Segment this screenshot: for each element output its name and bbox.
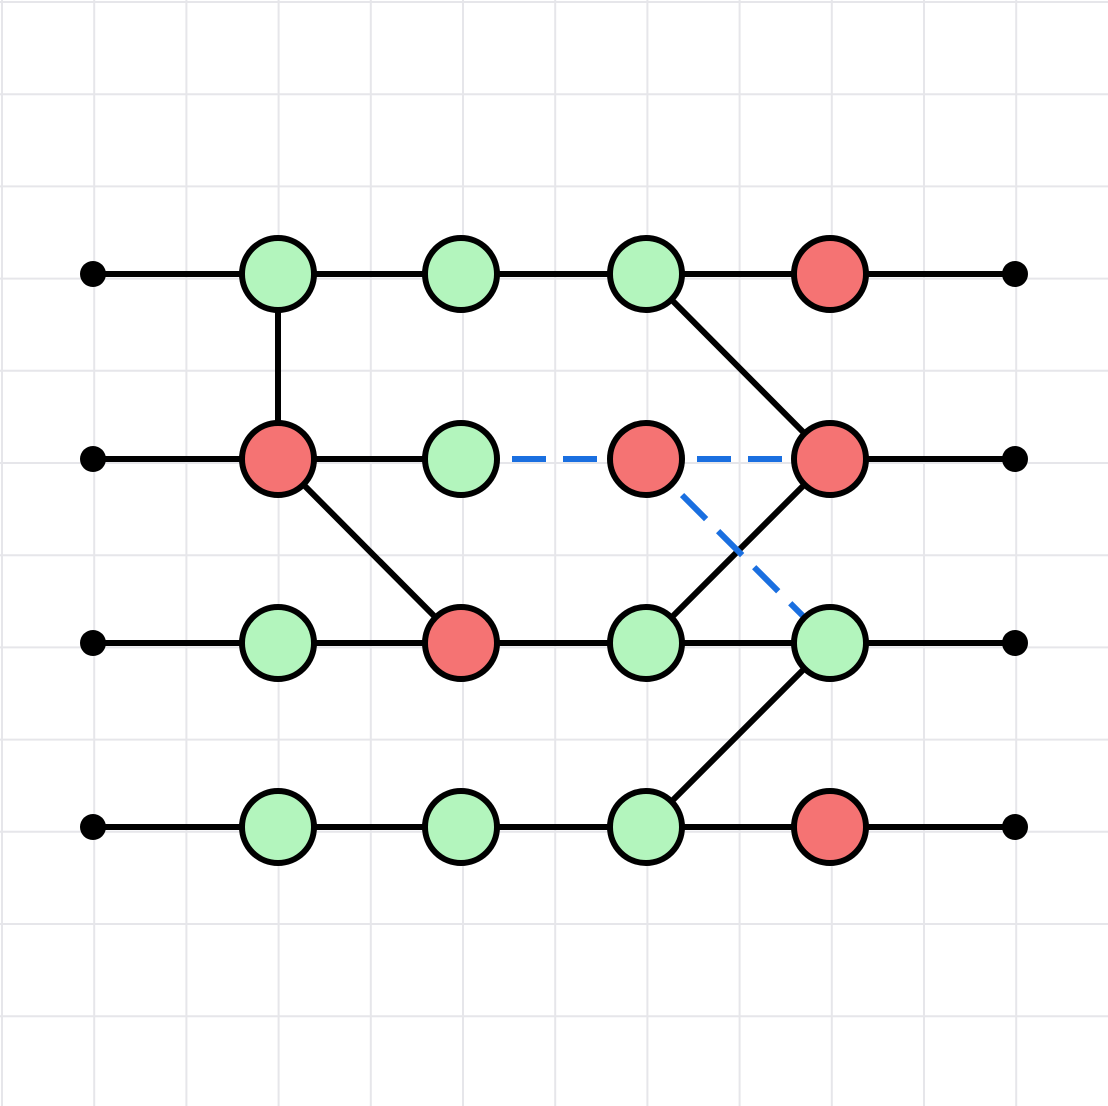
red-spider-r1c0[interactable]	[239, 420, 317, 498]
green-spider-r3c0[interactable]	[239, 788, 317, 866]
red-spider-r1c3[interactable]	[791, 420, 869, 498]
red-spider-r1c2[interactable]	[607, 420, 685, 498]
wire-r0c2-r1c3	[643, 271, 833, 462]
green-spider-r1c1[interactable]	[422, 420, 500, 498]
green-spider-r0c2[interactable]	[607, 235, 685, 313]
wire-r2c3-r3c2	[643, 640, 833, 830]
spiders-layer	[239, 235, 869, 866]
green-spider-r0c0[interactable]	[239, 235, 317, 313]
boundary-out-0	[1002, 261, 1028, 287]
boundary-out-3	[1002, 814, 1028, 840]
green-spider-r2c3[interactable]	[791, 604, 869, 682]
boundary-out-1	[1002, 446, 1028, 472]
boundary-in-2	[80, 630, 106, 656]
green-spider-r3c2[interactable]	[607, 788, 685, 866]
red-spider-r3c3[interactable]	[791, 788, 869, 866]
green-spider-r3c1[interactable]	[422, 788, 500, 866]
wire-r1c0-r2c1	[275, 456, 464, 646]
green-spider-r2c0[interactable]	[239, 604, 317, 682]
edges-layer	[93, 271, 1015, 830]
boundary-in-0	[80, 261, 106, 287]
boundary-out-2	[1002, 630, 1028, 656]
red-spider-r0c3[interactable]	[791, 235, 869, 313]
hadamard-edge-r1c2-r2c3	[643, 456, 833, 646]
boundary-in-3	[80, 814, 106, 840]
green-spider-r2c2[interactable]	[607, 604, 685, 682]
red-spider-r2c1[interactable]	[422, 604, 500, 682]
boundary-in-1	[80, 446, 106, 472]
boundary-layer	[80, 261, 1028, 840]
green-spider-r0c1[interactable]	[422, 235, 500, 313]
